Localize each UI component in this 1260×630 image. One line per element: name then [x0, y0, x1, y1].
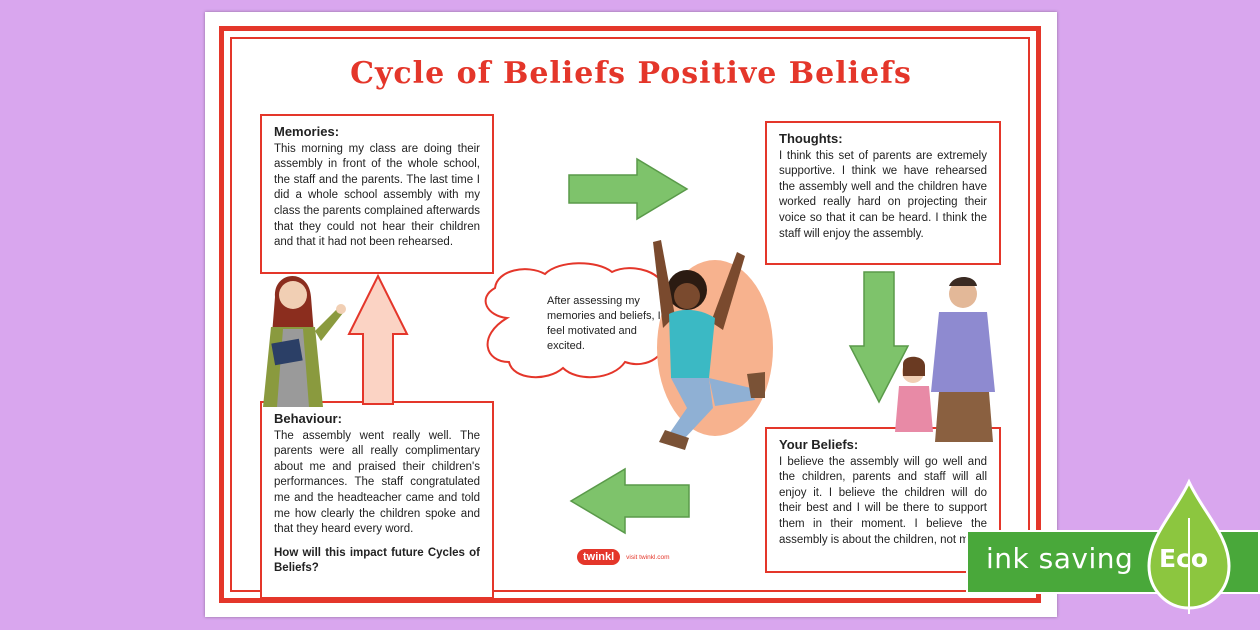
ink-saving-text: ink saving [986, 542, 1134, 575]
arrow-left-icon [569, 467, 690, 535]
behaviour-box: Behaviour: The assembly went really well… [260, 401, 494, 599]
parent-child-illustration [895, 277, 995, 442]
worksheet-page: Cycle of Beliefs Positive Beliefs Memori… [205, 12, 1057, 617]
memories-box: Memories: This morning my class are doin… [260, 114, 494, 274]
arrow-down-icon [848, 271, 910, 404]
beliefs-box: Your Beliefs: I believe the assembly wil… [765, 427, 1001, 573]
inner-border-frame [230, 37, 1030, 592]
cloud-text: After assessing my memories and beliefs,… [547, 295, 661, 352]
behaviour-text: The assembly went really well. The paren… [274, 429, 480, 536]
memories-text: This morning my class are doing their as… [274, 142, 480, 249]
page-title: Cycle of Beliefs Positive Beliefs [350, 56, 912, 91]
arrow-right-icon [568, 157, 689, 221]
jumping-girl-illustration [653, 240, 773, 450]
behaviour-question: How will this impact future Cycles of Be… [274, 546, 480, 575]
thoughts-heading: Thoughts: [779, 131, 843, 146]
eco-label: Eco [1159, 544, 1209, 573]
twinkl-url: visit twinkl.com [626, 553, 670, 561]
beliefs-heading: Your Beliefs: [779, 437, 859, 452]
thoughts-box: Thoughts: I think this set of parents ar… [765, 121, 1001, 265]
twinkl-brand: twinkl [577, 549, 621, 565]
behaviour-heading: Behaviour: [274, 411, 342, 426]
memories-heading: Memories: [274, 124, 340, 139]
arrow-up-icon [347, 274, 409, 405]
teacher-illustration [263, 275, 346, 407]
red-border-frame [219, 26, 1041, 603]
twinkl-logo: twinkl visit twinkl.com [577, 549, 670, 565]
beliefs-text: I believe the assembly will go well and … [779, 455, 987, 546]
thoughts-text: I think this set of parents are extremel… [779, 149, 987, 240]
leaf-drop-icon [1147, 478, 1231, 614]
